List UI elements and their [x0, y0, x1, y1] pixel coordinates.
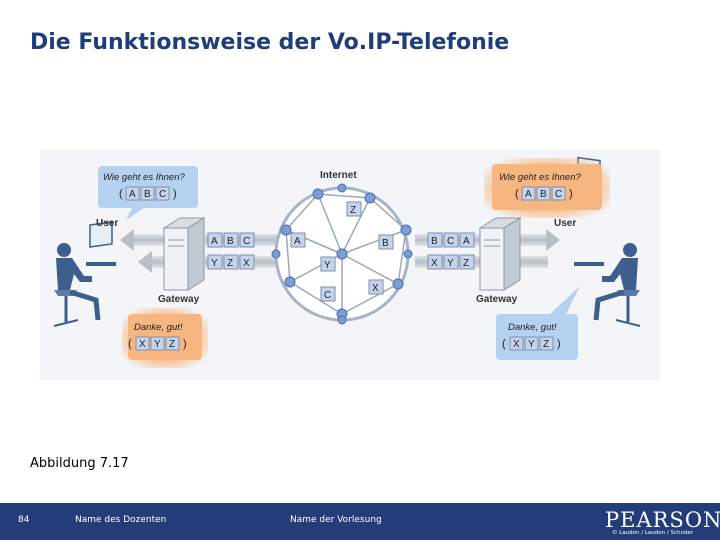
packet-label: X — [431, 258, 438, 269]
paren-close: ) — [173, 188, 177, 200]
footer-bar: 84 Name des Dozenten Name der Vorlesung … — [0, 503, 720, 540]
packet-label: B — [540, 189, 547, 200]
packet-label: X — [243, 258, 250, 269]
node — [400, 224, 412, 236]
packet-label: B — [382, 238, 389, 249]
node — [284, 276, 296, 288]
page-number: 84 — [18, 515, 30, 525]
packet-label: C — [243, 236, 250, 247]
right-gateway-server-icon — [478, 217, 522, 291]
packet-label: A — [525, 189, 532, 200]
paren-open: ( — [502, 338, 506, 350]
internet-label: Internet — [320, 170, 357, 181]
node — [403, 249, 413, 259]
arrow-right-head — [546, 229, 560, 251]
right-answer-bubble: Danke, gut! ( X Y Z ) — [496, 286, 580, 360]
packet-label: A — [294, 236, 301, 247]
packet-label: C — [159, 189, 166, 200]
network-nodes — [271, 183, 413, 325]
packet-label: B — [431, 236, 438, 247]
pipe-right-user-out — [518, 256, 548, 268]
paren-close: ) — [569, 188, 573, 200]
packet-label: C — [555, 189, 562, 200]
left-user-icon — [53, 221, 116, 327]
bubble-text: Danke, gut! — [508, 322, 557, 333]
packet-label: A — [463, 236, 470, 247]
network-packets: Z A B Y C X — [290, 201, 394, 302]
packet-label: Y — [154, 339, 161, 350]
packet-label: Z — [169, 339, 175, 350]
lecturer-name: Name des Dozenten — [75, 515, 167, 525]
slide-title: Die Funktionsweise der Vo.IP-Telefonie — [30, 30, 510, 55]
paren-open: ( — [128, 338, 132, 350]
left-question-bubble: Wie geht es Ihnen? ( A B C ) — [98, 166, 198, 220]
pipe-left-user-out — [134, 234, 166, 246]
node — [271, 249, 281, 259]
left-gateway-label: Gateway — [158, 294, 200, 305]
pearson-logo: PEARSON — [605, 508, 720, 532]
packet-label: Z — [463, 258, 469, 269]
packet-label: Z — [543, 339, 549, 350]
paren-open: ( — [515, 188, 519, 200]
packet-label: Y — [447, 258, 454, 269]
right-question-bubble: Wie geht es Ihnen? ( A B C ) — [484, 158, 610, 218]
paren-open: ( — [119, 188, 123, 200]
internet-network: Internet Z A B Y C X — [271, 170, 413, 325]
node — [364, 192, 376, 204]
arrow-left-in-head — [138, 251, 152, 273]
paren-close: ) — [183, 338, 187, 350]
packet-label: X — [513, 339, 520, 350]
packet-label: C — [447, 236, 454, 247]
node — [336, 248, 348, 260]
node — [337, 315, 347, 325]
node — [280, 224, 292, 236]
pipe-right-user-in — [518, 234, 546, 246]
arrow-left-head — [120, 229, 134, 251]
bubble-text: Wie geht es Ihnen? — [499, 172, 581, 183]
paren-close: ) — [557, 338, 561, 350]
packet-label: A — [129, 189, 136, 200]
node — [392, 278, 404, 290]
packet-label: Z — [227, 258, 233, 269]
node — [337, 183, 347, 193]
packet-label: C — [324, 290, 331, 301]
voip-diagram: Internet Z A B Y C X A B C Y Z X — [40, 150, 660, 380]
left-user-label: User — [96, 218, 118, 229]
bubble-text: Wie geht es Ihnen? — [103, 172, 185, 183]
gateway-packets: A B C Y Z X B C A X Y Z — [207, 232, 475, 270]
packet-label: B — [144, 189, 151, 200]
left-gateway-server-icon — [162, 217, 206, 291]
bubble-text: Danke, gut! — [134, 322, 183, 333]
packet-label: Y — [324, 260, 331, 271]
figure-caption: Abbildung 7.17 — [30, 456, 129, 471]
course-name: Name der Vorlesung — [290, 515, 382, 525]
right-gateway-label: Gateway — [476, 294, 518, 305]
packet-label: X — [139, 339, 146, 350]
packet-label: Y — [528, 339, 535, 350]
packet-label: Z — [350, 205, 356, 216]
left-answer-bubble: Danke, gut! ( X Y Z ) — [122, 308, 208, 368]
packet-label: A — [211, 236, 218, 247]
node — [312, 188, 324, 200]
packet-label: X — [372, 283, 379, 294]
copyright: © Laudon / Laudon / Schoder — [612, 530, 693, 536]
right-user-label: User — [554, 218, 576, 229]
packet-label: Y — [211, 258, 218, 269]
packet-label: B — [227, 236, 234, 247]
